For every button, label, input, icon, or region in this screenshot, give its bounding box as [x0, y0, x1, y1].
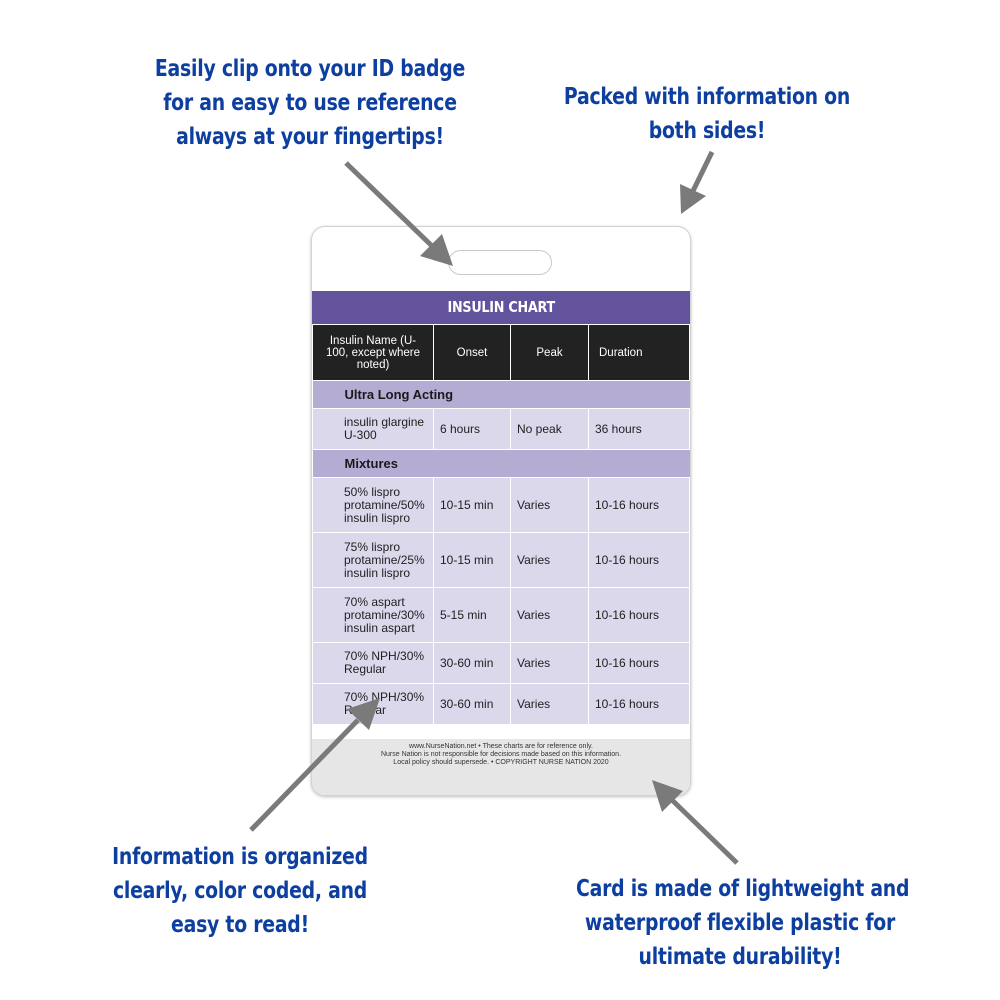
callout-line: Packed with information on: [563, 84, 851, 110]
insulin-table: Insulin Name (U-100, except where noted)…: [312, 324, 690, 725]
cell-onset: 5-15 min: [433, 587, 511, 643]
cell-onset: 10-15 min: [433, 532, 511, 588]
section-title: Mixtures: [312, 449, 690, 478]
cell-peak: No peak: [510, 408, 589, 450]
callout-clip-badge: Easily clip onto your ID badge for an ea…: [146, 52, 474, 154]
card-footer-disclaimer: www.NurseNation.net • These charts are f…: [312, 739, 690, 795]
column-header-peak: Peak: [510, 324, 589, 381]
clip-slot: [448, 250, 552, 275]
callout-organized: Information is organized clearly, color …: [76, 840, 404, 942]
section-header: Ultra Long Acting: [312, 380, 690, 409]
card-title: INSULIN CHART: [312, 291, 690, 324]
footer-line: Local policy should supersede. • COPYRIG…: [393, 759, 609, 766]
table-row: 70% NPH/30% Regular 30-60 min Varies 10-…: [312, 683, 690, 725]
cell-duration: 10-16 hours: [588, 642, 690, 684]
cell-peak: Varies: [510, 587, 589, 643]
cell-onset: 30-60 min: [433, 642, 511, 684]
cell-name: 75% lispro protamine/25% insulin lispro: [312, 532, 434, 588]
cell-peak: Varies: [510, 642, 589, 684]
section-title: Ultra Long Acting: [312, 380, 690, 409]
callout-line: Easily clip onto your ID badge: [154, 56, 466, 82]
cell-name: 70% NPH/30% Regular: [312, 642, 434, 684]
callout-line: for an easy to use reference: [163, 90, 457, 116]
column-header-onset: Onset: [433, 324, 511, 381]
callout-line: both sides!: [648, 118, 766, 144]
callout-line: clearly, color coded, and: [112, 878, 368, 904]
cell-peak: Varies: [510, 532, 589, 588]
cell-duration: 10-16 hours: [588, 683, 690, 725]
callout-line: ultimate durability!: [638, 944, 842, 970]
cell-duration: 10-16 hours: [588, 532, 690, 588]
cell-peak: Varies: [510, 683, 589, 725]
cell-duration: 36 hours: [588, 408, 690, 450]
table-header-row: Insulin Name (U-100, except where noted)…: [312, 324, 690, 381]
table-row: 70% aspart protamine/30% insulin aspart …: [312, 587, 690, 643]
column-header-name: Insulin Name (U-100, except where noted): [312, 324, 434, 381]
cell-name: 70% aspart protamine/30% insulin aspart: [312, 587, 434, 643]
cell-name: 50% lispro protamine/50% insulin lispro: [312, 477, 434, 533]
cell-name: 70% NPH/30% Regular: [312, 683, 434, 725]
table-row: 70% NPH/30% Regular 30-60 min Varies 10-…: [312, 642, 690, 684]
footer-line: Nurse Nation is not responsible for deci…: [380, 751, 622, 758]
table-row: 75% lispro protamine/25% insulin lispro …: [312, 532, 690, 588]
cell-name: insulin glargine U-300: [312, 408, 434, 450]
cell-onset: 30-60 min: [433, 683, 511, 725]
footer-line: www.NurseNation.net • These charts are f…: [409, 743, 593, 750]
cell-peak: Varies: [510, 477, 589, 533]
cell-duration: 10-16 hours: [588, 587, 690, 643]
callout-material: Card is made of lightweight and waterpro…: [576, 872, 910, 974]
badge-card: INSULIN CHART Insulin Name (U-100, excep…: [311, 226, 691, 796]
cell-onset: 6 hours: [433, 408, 511, 450]
arrow-to-card-bottom: [669, 797, 739, 865]
table-row: 50% lispro protamine/50% insulin lispro …: [312, 477, 690, 533]
arrow-to-card-corner: [689, 150, 715, 195]
callout-line: Card is made of lightweight and: [576, 876, 910, 902]
callout-line: always at your fingertips!: [176, 124, 444, 150]
callout-line: easy to read!: [171, 912, 309, 938]
column-header-duration: Duration: [588, 324, 690, 381]
arrow-head: [680, 184, 706, 214]
cell-onset: 10-15 min: [433, 477, 511, 533]
table-row: insulin glargine U-300 6 hours No peak 3…: [312, 408, 690, 450]
callout-both-sides: Packed with information on both sides!: [543, 80, 871, 148]
callout-line: Information is organized: [112, 844, 368, 870]
section-header: Mixtures: [312, 449, 690, 478]
callout-line: waterproof flexible plastic for: [584, 910, 896, 936]
cell-duration: 10-16 hours: [588, 477, 690, 533]
